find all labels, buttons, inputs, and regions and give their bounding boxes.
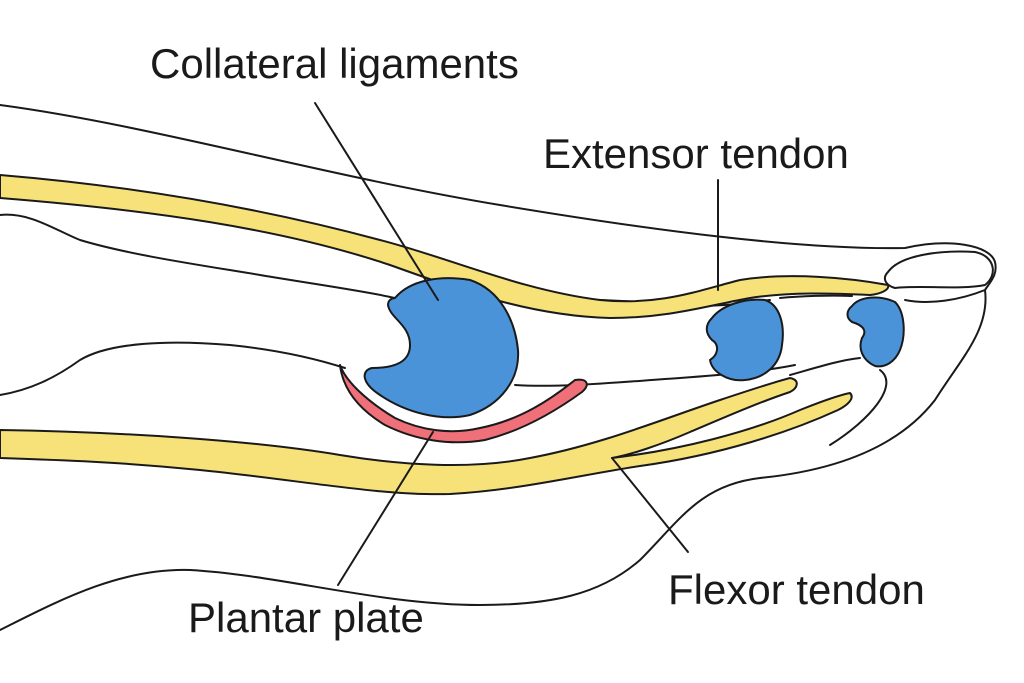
extensor-tendon-label: Extensor tendon <box>543 130 849 177</box>
distal-phalanx-outline <box>904 289 986 303</box>
metatarsal-lower-outline <box>0 341 346 396</box>
collateral-ligaments-leader <box>314 102 439 301</box>
flexor-tendon-label: Flexor tendon <box>668 566 925 613</box>
plantar-plate-leader <box>337 431 434 586</box>
extensor-tendon-shape <box>0 174 890 319</box>
middle-phalanx-bone <box>846 296 905 368</box>
flexor-tendon-shape <box>0 377 853 496</box>
plantar-plate-shape <box>339 364 588 444</box>
plantar-plate-label: Plantar plate <box>188 594 424 641</box>
toe-skin-outline <box>0 104 997 631</box>
distal-tip-lower-outline <box>829 369 888 446</box>
metatarsal-outline <box>0 213 396 299</box>
toenail-outline <box>883 250 994 289</box>
flexor-tendon-leader <box>611 457 689 553</box>
middle-phalanx-upper-outline <box>779 294 853 299</box>
middle-phalanx-lower-outline <box>789 357 861 376</box>
metatarsal-head-bone <box>363 277 520 419</box>
collateral-ligaments-label: Collateral ligaments <box>150 40 519 87</box>
proximal-phalanx-bone <box>705 298 784 382</box>
